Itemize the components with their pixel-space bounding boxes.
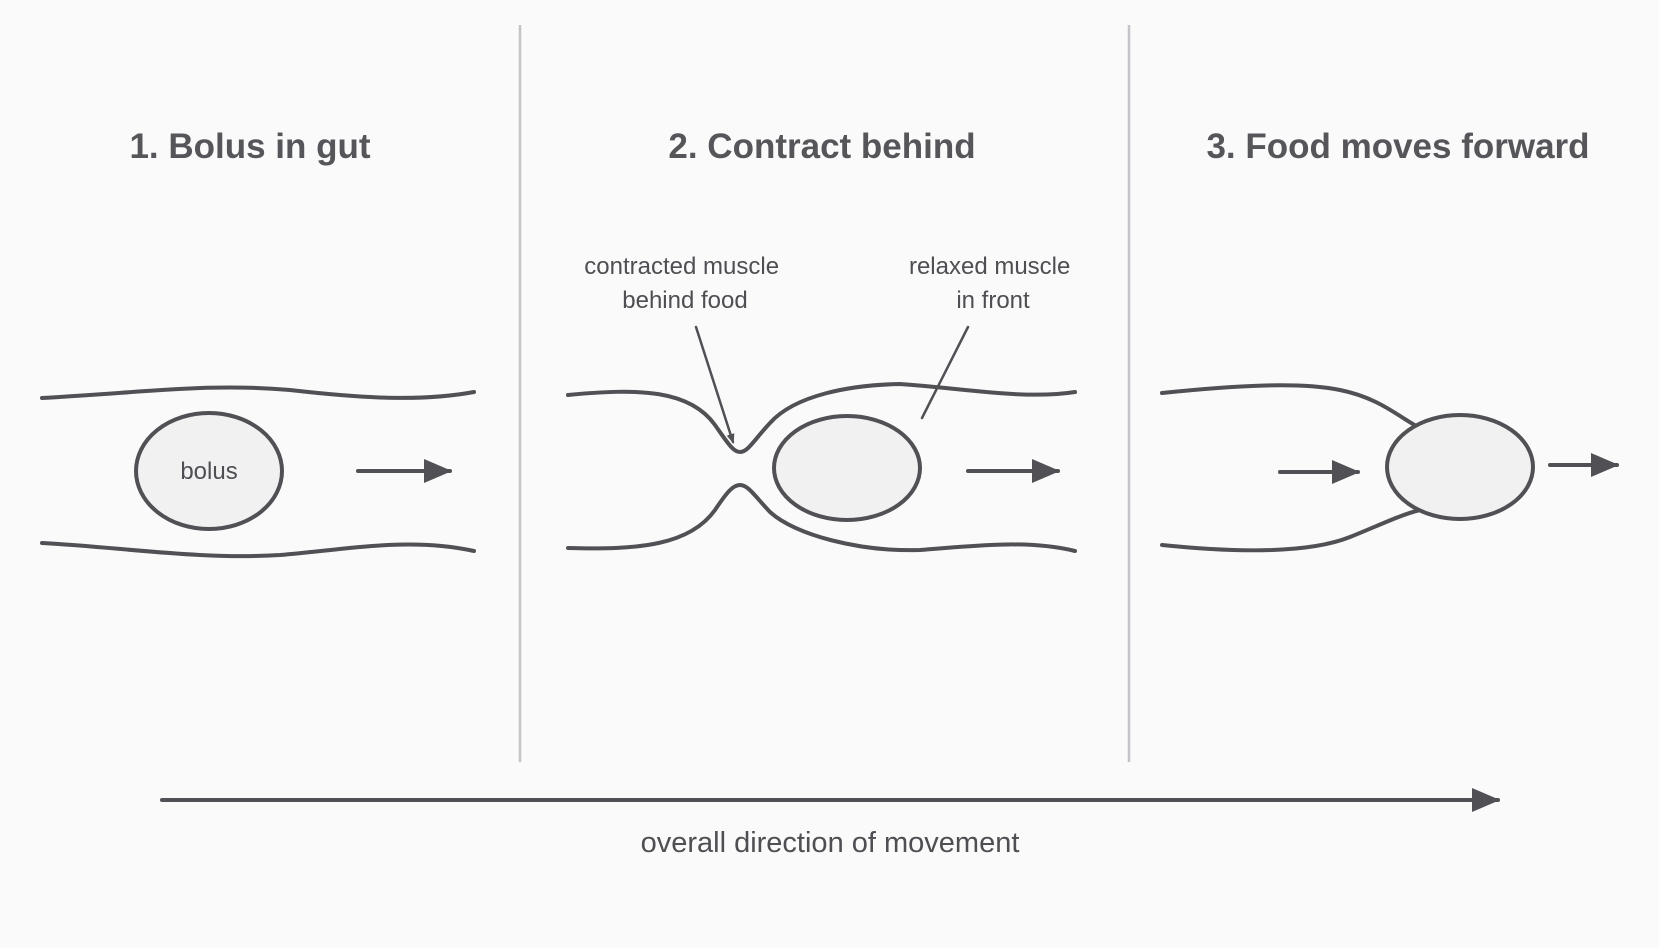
bolus-label: bolus xyxy=(180,458,237,485)
panel-3-food-moves-forward: 3. Food moves forward xyxy=(1160,127,1619,553)
relaxed-pointer xyxy=(920,325,970,420)
relaxed-muscle-label: relaxed muscle in front xyxy=(909,253,1077,314)
overall-direction-caption: overall direction of movement xyxy=(641,827,1020,859)
gut-wall-bottom-funnel xyxy=(1160,508,1422,553)
panel-3-title: 3. Food moves forward xyxy=(1206,127,1589,166)
relaxed-line-1: relaxed muscle xyxy=(909,253,1070,280)
contracted-line-1: contracted muscle xyxy=(584,253,779,280)
bolus xyxy=(134,411,284,531)
panel-1-bolus-in-gut: 1. Bolus in gut bolus xyxy=(40,127,476,559)
gut-wall-bottom xyxy=(40,541,476,559)
panel-1-title: 1. Bolus in gut xyxy=(129,127,370,166)
contracted-pointer xyxy=(694,325,735,444)
panel-2-title: 2. Contract behind xyxy=(668,127,975,166)
gut-wall-top-funnel xyxy=(1160,383,1422,430)
bolus-panel-3 xyxy=(1385,413,1535,521)
bolus-panel-2 xyxy=(772,414,922,522)
contracted-muscle-label: contracted muscle behind food xyxy=(584,253,785,314)
gut-wall-top-constricted xyxy=(566,382,1077,454)
gut-wall-bottom-constricted xyxy=(566,483,1077,553)
contracted-line-2: behind food xyxy=(622,287,747,314)
relaxed-line-2: in front xyxy=(956,287,1030,314)
panel-2-contract-behind: 2. Contract behind contracted muscle beh… xyxy=(566,127,1077,553)
gut-wall-top xyxy=(40,385,476,400)
